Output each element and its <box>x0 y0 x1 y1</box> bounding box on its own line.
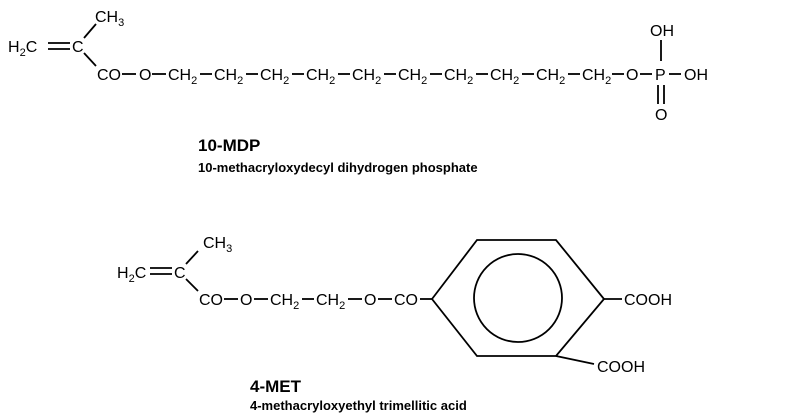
mdp-oh-top-label: OH <box>650 23 674 40</box>
met-bond-c-co <box>185 278 199 292</box>
mdp-c-label: C <box>72 39 84 56</box>
met-name: 4-MET <box>250 377 302 396</box>
mdp-h2c-label: H2C <box>8 39 37 59</box>
mdp-bond-c-ch3 <box>83 23 97 39</box>
mdp-ch2-2: CH2 <box>214 67 243 87</box>
mdp-co-label: CO <box>97 67 121 84</box>
mdp-o1-label: O <box>139 67 151 84</box>
met-o2-label: O <box>364 292 376 309</box>
mdp-name: 10-MDP <box>198 136 260 155</box>
mdp-ch2-10: CH2 <box>582 67 611 87</box>
mdp-o2-label: O <box>626 67 638 84</box>
mdp-ch2-9: CH2 <box>536 67 565 87</box>
mdp-structure: CH3 H2C C CO O CH2 CH2 CH2 CH2 CH2 CH2 C… <box>8 9 708 175</box>
mdp-ch2-7: CH2 <box>444 67 473 87</box>
mdp-ch2-4: CH2 <box>306 67 335 87</box>
mdp-p-label: P <box>655 67 666 84</box>
mdp-o-bottom-label: O <box>655 107 667 124</box>
met-o1-label: O <box>240 292 252 309</box>
mdp-bond-c-co <box>83 52 97 67</box>
mdp-ch2-6: CH2 <box>398 67 427 87</box>
mdp-oh-right-label: OH <box>684 67 708 84</box>
met-ch2-1: CH2 <box>270 292 299 312</box>
met-co1-label: CO <box>199 292 223 309</box>
mdp-ch2-1: CH2 <box>168 67 197 87</box>
met-cooh1-label: COOH <box>624 292 672 309</box>
met-ch3-label: CH3 <box>203 235 232 255</box>
met-bond-c-ch3 <box>185 250 199 265</box>
met-aromatic-circle <box>473 253 563 343</box>
mdp-full-name: 10-methacryloxydecyl dihydrogen phosphat… <box>198 160 478 175</box>
met-full-name: 4-methacryloxyethyl trimellitic acid <box>250 398 467 413</box>
met-bond-ring-cooh2 <box>555 355 595 365</box>
met-h2c-label: H2C <box>117 265 146 285</box>
met-co2-label: CO <box>394 292 418 309</box>
mdp-ch2-5: CH2 <box>352 67 381 87</box>
met-structure: CH3 H2C C CO O CH2 CH2 O CO COOH COOH 4-… <box>117 235 672 413</box>
met-ch2-2: CH2 <box>316 292 345 312</box>
mdp-ch2-8: CH2 <box>490 67 519 87</box>
mdp-ch3-label: CH3 <box>95 9 124 29</box>
met-c-label: C <box>174 265 186 282</box>
mdp-ch2-3: CH2 <box>260 67 289 87</box>
met-cooh2-label: COOH <box>597 359 645 376</box>
met-benzene-ring <box>430 239 606 357</box>
